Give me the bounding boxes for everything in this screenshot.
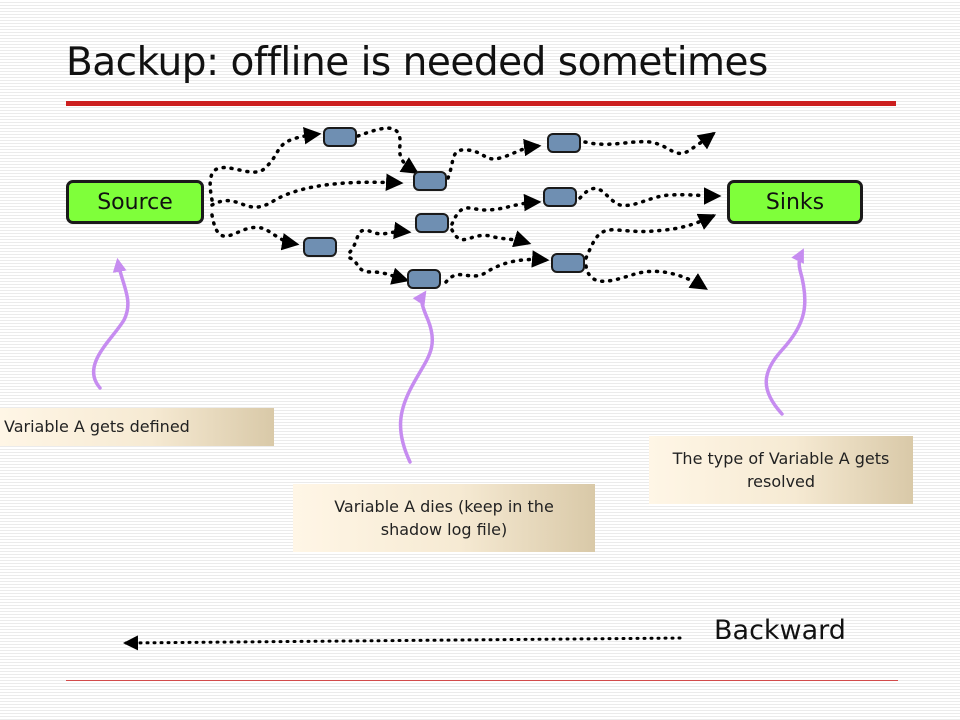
note-variable-dies: Variable A dies (keep in the shadow log … [293, 484, 595, 552]
backward-arrow [123, 635, 682, 651]
note-resolved-text: The type of Variable A gets resolved [672, 448, 890, 491]
flow-path [583, 131, 716, 156]
source-node: Source [66, 180, 204, 224]
flow-path [356, 126, 419, 174]
variable-node [413, 171, 447, 191]
variable-node [543, 187, 577, 207]
flow-path [584, 213, 717, 260]
variable-node [303, 237, 337, 257]
note-defined-text: Variable A gets defined [4, 417, 190, 437]
flow-path [584, 264, 708, 290]
annotation-arrow [398, 290, 434, 464]
flow-path [348, 221, 412, 254]
variable-node [551, 253, 585, 273]
sinks-node: Sinks [727, 180, 863, 224]
flow-path [446, 138, 542, 180]
flow-path [208, 127, 322, 202]
flow-path [348, 256, 410, 285]
variable-node [407, 269, 441, 289]
flow-path [210, 173, 404, 209]
variable-node [547, 133, 581, 153]
flow-path [450, 228, 532, 248]
flow-path [450, 193, 542, 226]
footer-rule [66, 680, 898, 681]
variable-node [323, 127, 357, 147]
flow-path [578, 186, 722, 208]
title-rule [66, 101, 896, 106]
note-type-resolved: The type of Variable A gets resolved [649, 436, 913, 504]
flow-path [444, 250, 550, 284]
note-dies-text: Variable A dies (keep in the shadow log … [334, 496, 554, 539]
annotation-arrow [764, 248, 807, 416]
variable-node [415, 213, 449, 233]
flow-path [210, 213, 300, 251]
note-variable-defined: Variable A gets defined [0, 408, 274, 446]
backward-label: Backward [714, 615, 846, 646]
annotation-arrow [91, 257, 130, 390]
slide-title: Backup: offline is needed sometimes [66, 40, 768, 85]
